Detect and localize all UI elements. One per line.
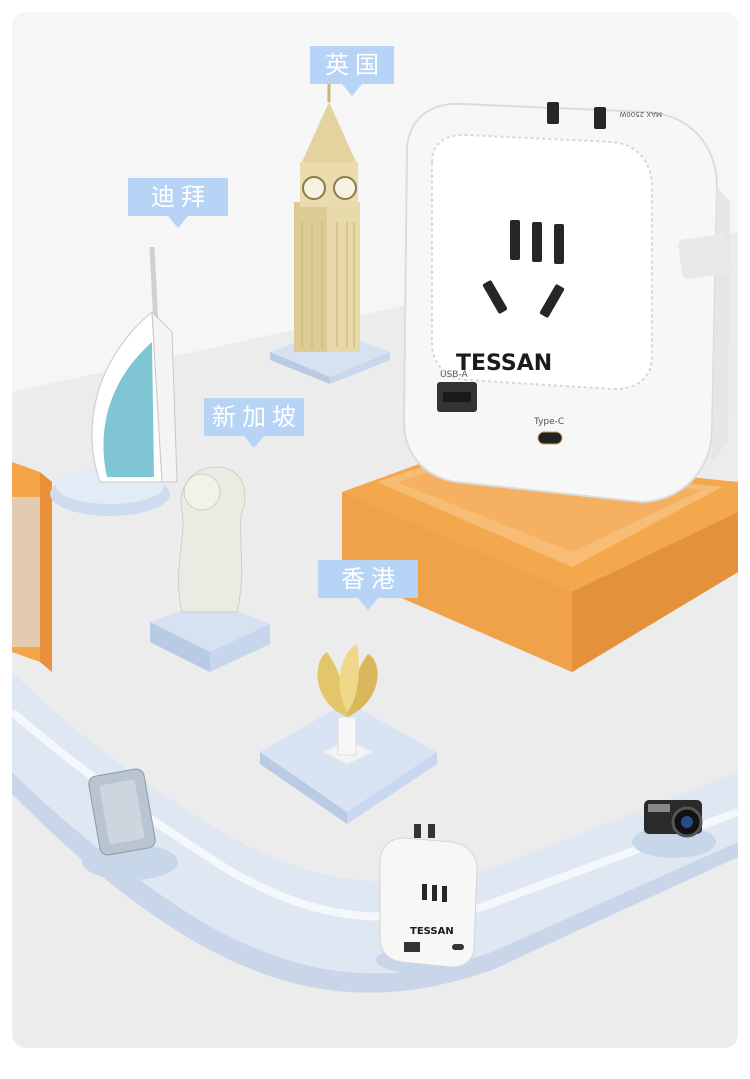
bauhinia-model: [260, 644, 437, 824]
suitcase-model: [82, 768, 178, 880]
merlion-model: [150, 466, 270, 672]
travel-adapter-large[interactable]: TESSAN USB-A Type-C MAX 2500W: [402, 102, 731, 504]
camera-model: [632, 800, 716, 858]
orange-pillar: [12, 462, 52, 672]
typec-label: Type-C: [533, 417, 564, 427]
tag-hongkong: 香港: [318, 560, 418, 610]
adapter-brand: TESSAN: [456, 351, 552, 376]
scene-illustration: TESSAN USB-A Type-C MAX 2500W: [12, 12, 738, 1048]
usb-a-label: USB-A: [440, 370, 469, 380]
travel-adapter-small[interactable]: TESSAN: [376, 824, 478, 974]
tag-singapore: 新加坡: [204, 398, 304, 448]
tag-dubai: 迪拜: [128, 178, 228, 228]
diorama-scene: TESSAN USB-A Type-C MAX 2500W: [12, 12, 738, 1048]
big-ben-model: [270, 82, 390, 384]
tag-uk: 英国: [310, 46, 394, 96]
rating-label: MAX 2500W: [619, 110, 662, 118]
small-adapter-brand: TESSAN: [410, 926, 454, 937]
burj-al-arab-model: [50, 246, 178, 516]
